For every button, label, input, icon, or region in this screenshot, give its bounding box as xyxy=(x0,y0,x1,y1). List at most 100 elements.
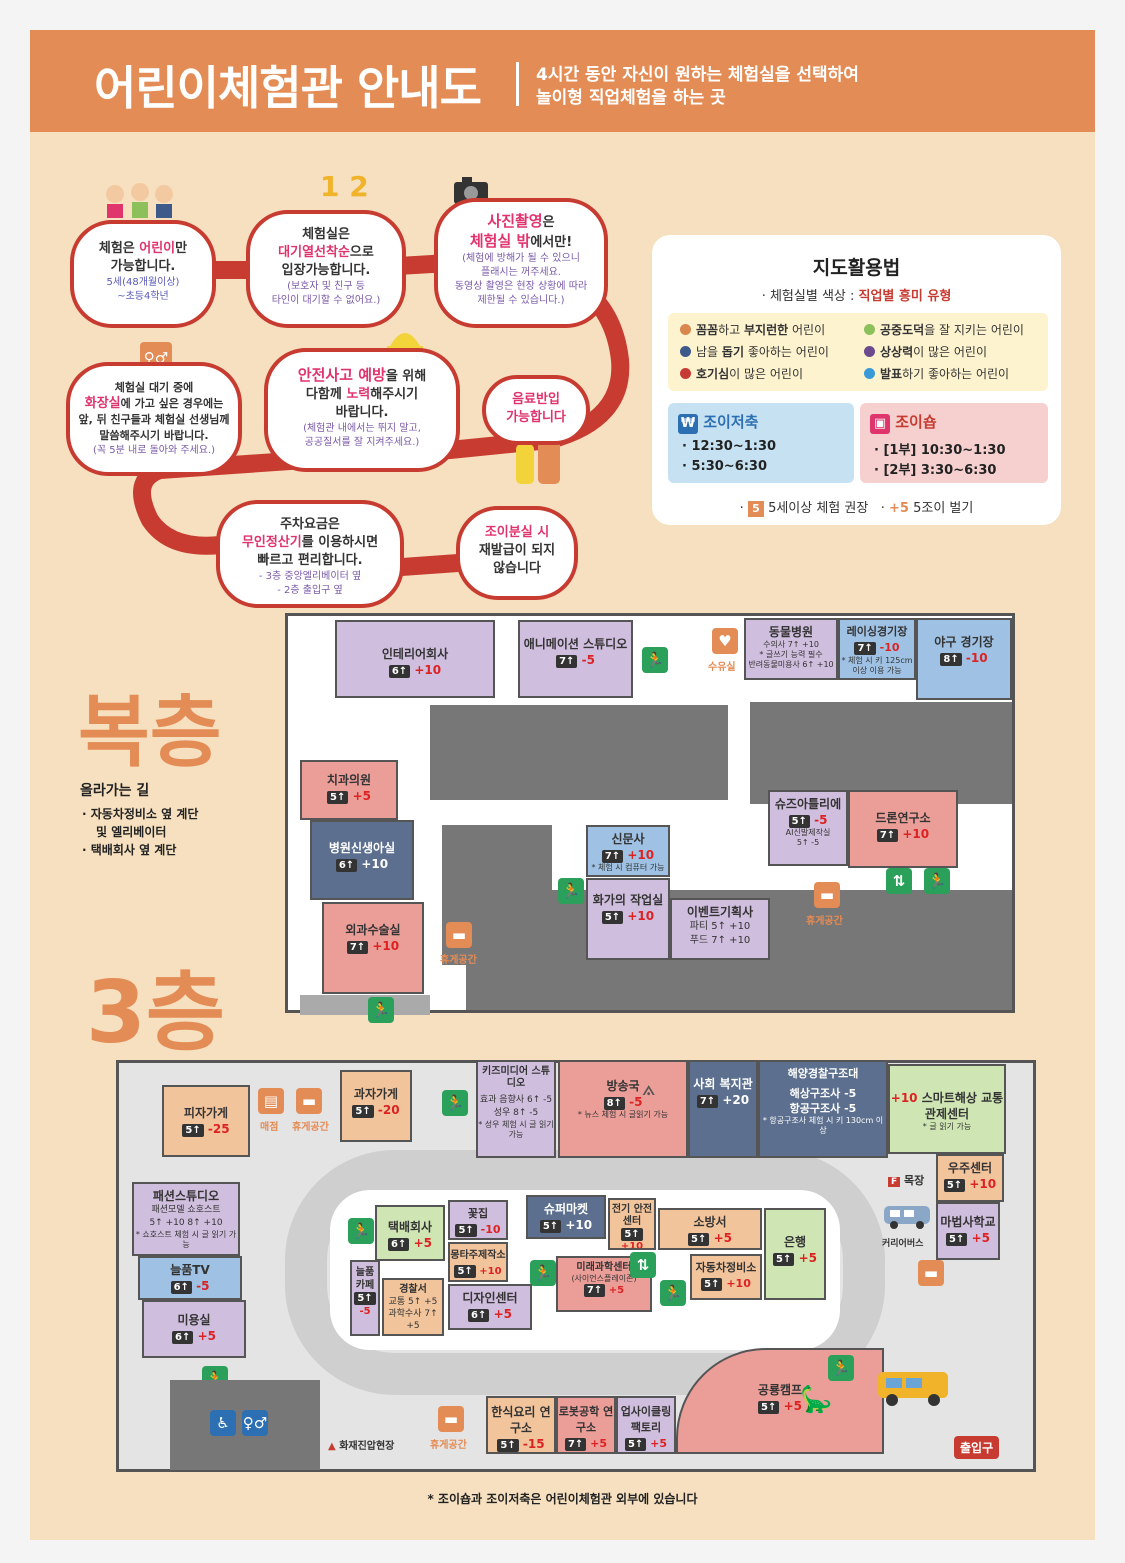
room-fashion-studio[interactable]: 패션스튜디오 패션모델 쇼호스트 5↑ +10 8↑ +10 * 쇼호스트 체험… xyxy=(132,1182,240,1256)
fire-icon: ▲ xyxy=(328,1441,336,1452)
food-truck-icon xyxy=(876,1364,952,1408)
lounge-label: 휴게공간 xyxy=(806,916,843,927)
nursing-room-label: 수유실 xyxy=(708,662,736,673)
notice-drinks: 음료반입 가능합니다 xyxy=(482,375,590,445)
dinosaur-icon: 🦕 xyxy=(800,1385,833,1415)
route-title: 올라가는 길 xyxy=(80,783,150,799)
type-color-dot xyxy=(864,346,875,357)
exit-icon: 🏃 xyxy=(558,878,584,904)
poster: 어린이체험관 안내도 4시간 동안 자신이 원하는 체험실을 선택하여 놀이형 … xyxy=(30,30,1095,1540)
elevator-icon: ⇅ xyxy=(630,1252,656,1278)
exit-icon: 🏃 xyxy=(924,868,950,894)
room-smart-maritime[interactable]: +10 스마트해상 교통관제센터 * 글 읽기 가능 xyxy=(888,1064,1006,1154)
lounge-icon: ▬ xyxy=(446,922,472,948)
route-list: · 자동차정비소 옆 계단 및 엘리베이터 · 택배회사 옆 계단 xyxy=(82,807,199,857)
mezzanine-label: 복층 xyxy=(78,688,222,778)
legend-subtitle: · 체험실별 색상 : 직업별 흥미 유형 xyxy=(761,289,952,304)
type-color-dot xyxy=(680,324,691,335)
accessible-icon: ♿ xyxy=(210,1410,236,1436)
header-divider xyxy=(516,62,519,106)
room-event-planning[interactable]: 이벤트기획사 파티 5↑ +10 푸드 7↑ +10 xyxy=(670,898,770,960)
type-color-dot xyxy=(864,368,875,379)
won-icon: ₩ xyxy=(678,414,698,434)
notice-parking: 주차요금은 무인정산기를 이용하시면 빠르고 편리합니다. - 3층 중앙엘리베… xyxy=(216,500,404,608)
page-title: 어린이체험관 안내도 xyxy=(94,61,482,115)
type-color-dot xyxy=(864,324,875,335)
exit-icon: 🏃 xyxy=(828,1355,854,1381)
career-bus-icon xyxy=(882,1200,932,1230)
lounge-icon: ▬ xyxy=(814,882,840,908)
floor3-label: 3층 xyxy=(86,963,225,1063)
lounge-label: 휴게공간 xyxy=(292,1122,329,1133)
joy-bank-box: ₩ 조이저축 · 12:30~1:30 · 5:30~6:30 xyxy=(668,403,854,483)
header-subtitle: 4시간 동안 자신이 원하는 체험실을 선택하여 놀이형 직업체험을 하는 곳 xyxy=(536,65,859,108)
ranch-label: F 목장 xyxy=(888,1172,924,1188)
exit-icon: 🏃 xyxy=(368,997,394,1023)
mezz-block xyxy=(430,705,728,800)
lounge-icon: ▬ xyxy=(296,1088,322,1114)
room-coast-guard[interactable]: 해양경찰구조대 해상구조사 -5 항공구조사 -5 * 항공구조사 체험 시 키… xyxy=(758,1060,888,1158)
lounge-icon: ▬ xyxy=(918,1260,944,1286)
nursing-room-icon: ♥ xyxy=(712,628,738,654)
children-icon xyxy=(100,180,180,220)
numbers-icon: 1 2 xyxy=(320,170,369,203)
shop-icon: ▤ xyxy=(258,1088,284,1114)
legend-title: 지도활용법 xyxy=(812,257,901,279)
lounge-label: 휴게공간 xyxy=(440,955,477,966)
career-bus-label: 커리어버스 xyxy=(882,1239,924,1249)
age-badge-icon: 5 xyxy=(747,501,764,517)
ranch-icon: F xyxy=(888,1177,901,1187)
notice-queue: 체험실은 대기열선착순으로 입장가능합니다. (보호자 및 친구 등 타인이 대… xyxy=(246,210,406,328)
notice-safety: 안전사고 예방을 위해 다함께 노력해주시기 바랍니다. (체험관 내에서는 뛰… xyxy=(264,348,460,472)
restroom-icon: ♀♂ xyxy=(242,1410,268,1436)
joy-shop-box: ▣ 조이숍 · [1부] 10:30~1:30 · [2부] 3:30~6:30 xyxy=(860,403,1048,483)
legend-type-item: 공중도덕을 잘 지키는 어린이 xyxy=(864,321,1024,338)
notice-children-only: 체험은 어린이만 가능합니다. 5세(48개월이상) ~초등4학년 xyxy=(70,220,216,328)
legend-footer: · 5 5세이상 체험 권장 · +5 5조이 벌기 xyxy=(739,501,974,517)
room-kids-media-studio[interactable]: 키즈미디어 스튜디오 효과 음향사 6↑ -5 성우 8↑ -5 * 성우 체험… xyxy=(476,1060,556,1158)
room-police-station[interactable]: 경찰서 교통 5↑ +5 과학수사 7↑ +5 xyxy=(382,1278,444,1336)
room-animal-hospital[interactable]: 동물병원 수의사 7↑ +10 * 글쓰기 능력 필수 반려동물미용사 6↑ +… xyxy=(744,618,838,680)
mezz-block xyxy=(750,702,1012,804)
exit-icon: 🏃 xyxy=(442,1090,468,1116)
header-banner: 어린이체험관 안내도 4시간 동안 자신이 원하는 체험실을 선택하여 놀이형 … xyxy=(30,30,1095,132)
legend-type-item: 호기심이 많은 어린이 xyxy=(680,365,803,382)
entrance-label[interactable]: 출입구 xyxy=(954,1436,1000,1459)
legend-type-item: 꼼꼼하고 부지런한 어린이 xyxy=(680,321,825,338)
type-color-dot xyxy=(680,346,691,357)
lounge-icon: ▬ xyxy=(438,1406,464,1432)
elevator-icon: ⇅ xyxy=(886,868,912,894)
